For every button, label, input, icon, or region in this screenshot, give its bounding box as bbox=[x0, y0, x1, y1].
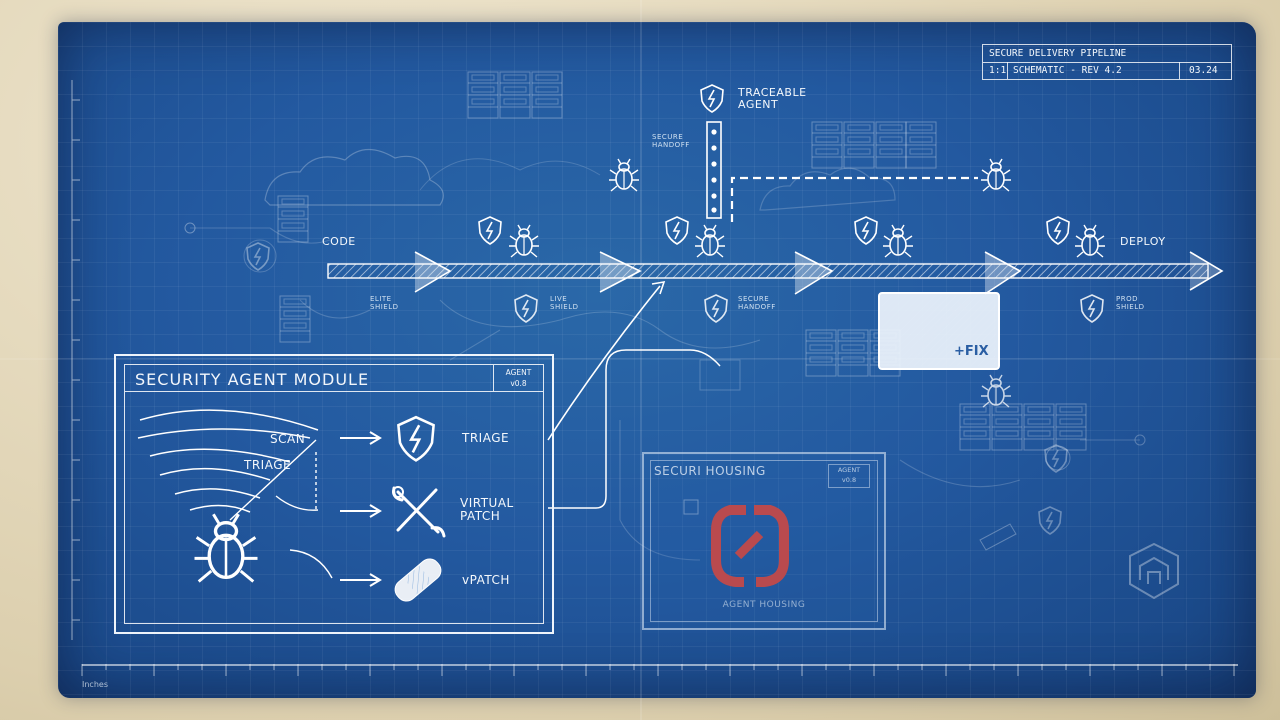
pipeline-arrow bbox=[327, 251, 1224, 295]
module-frame: SECURITY AGENT MODULE AGENT v0.8 bbox=[124, 364, 544, 624]
housing-version-badge: AGENT v0.8 bbox=[828, 464, 870, 488]
module-badge-line2: v0.8 bbox=[510, 379, 527, 388]
ruler-unit-label: Inches bbox=[82, 680, 108, 689]
blueprint-grid bbox=[58, 22, 1256, 698]
title-block-divider-date bbox=[1179, 62, 1180, 79]
module-badge-line1: AGENT bbox=[505, 368, 532, 377]
housing-caption: AGENT HOUSING bbox=[722, 600, 806, 610]
housing-emblem bbox=[683, 499, 789, 587]
output-vpatch-label: vPATCH bbox=[462, 573, 510, 587]
traceable-agent-label: TRACEABLE AGENT bbox=[738, 86, 807, 112]
shield-label-3: SECURE HANDOFF bbox=[738, 295, 776, 311]
security-agent-module: SECURITY AGENT MODULE AGENT v0.8 bbox=[114, 354, 554, 634]
module-title: SECURITY AGENT MODULE bbox=[135, 370, 370, 389]
title-block-divider bbox=[983, 62, 1231, 63]
shield-label-1: ELITE SHIELD bbox=[370, 295, 399, 311]
title-block: SECURE DELIVERY PIPELINE 1:1 SCHEMATIC -… bbox=[982, 44, 1232, 80]
shield-label-2: LIVE SHIELD bbox=[550, 295, 579, 311]
sheet-revision: SCHEMATIC - REV 4.2 bbox=[1013, 65, 1122, 76]
housing-badge-line1: AGENT bbox=[837, 466, 861, 474]
scan-label: SCAN bbox=[270, 432, 306, 446]
module-title-bar: SECURITY AGENT MODULE AGENT v0.8 bbox=[125, 365, 543, 392]
shield-label-4: PROD SHIELD bbox=[1116, 295, 1145, 311]
fold-line-horizontal bbox=[0, 358, 1280, 360]
module-version-badge: AGENT v0.8 bbox=[493, 365, 543, 391]
ruler-ticks bbox=[71, 80, 1235, 676]
fix-label: +FIX bbox=[954, 344, 989, 359]
housing-frame bbox=[650, 460, 878, 622]
output-triage-label: TRIAGE bbox=[462, 431, 510, 445]
housing-title: SECURI HOUSING bbox=[654, 464, 766, 478]
fold-line-vertical bbox=[640, 0, 642, 720]
project-title: SECURE DELIVERY PIPELINE bbox=[989, 48, 1127, 59]
blueprint-sheet bbox=[58, 22, 1256, 698]
output-virtual-patch-label: VIRTUAL PATCH bbox=[460, 496, 514, 524]
pipeline-end-label: DEPLOY bbox=[1120, 235, 1166, 248]
background-infrastructure bbox=[184, 71, 1146, 561]
pipeline-start-label: CODE bbox=[322, 235, 356, 248]
agent-housing-panel: SECURI HOUSING AGENT v0.8 AGENT HOUSING bbox=[642, 452, 886, 630]
triage-arc-label: TRIAGE bbox=[244, 458, 292, 472]
sheet-date: 03.24 bbox=[1189, 65, 1218, 76]
secure-handoff-label: SECURE HANDOFF bbox=[652, 133, 690, 149]
title-block-divider-scale bbox=[1007, 62, 1008, 79]
traceable-agent-column bbox=[700, 84, 978, 222]
module-internals bbox=[137, 409, 446, 602]
module-connectors bbox=[547, 280, 721, 509]
fix-card: +FIX bbox=[878, 292, 1000, 370]
pipeline-icons bbox=[478, 158, 1106, 408]
housing-badge-line2: v0.8 bbox=[841, 476, 857, 484]
logo-icon bbox=[1129, 542, 1179, 600]
scale-value: 1:1 bbox=[989, 65, 1007, 76]
ruler-line bbox=[82, 664, 1238, 666]
